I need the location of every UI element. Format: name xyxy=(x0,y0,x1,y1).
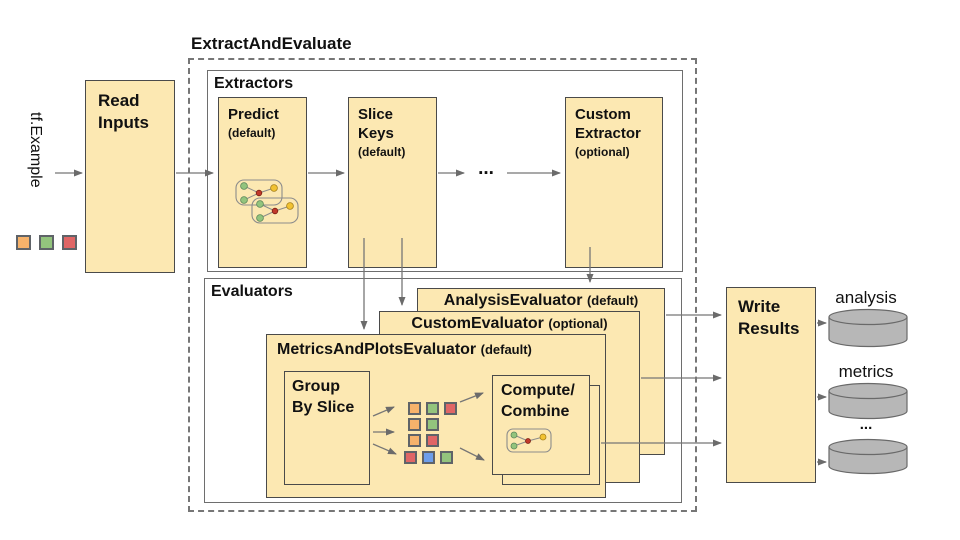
grid-square xyxy=(426,418,439,431)
write-results-box: Write Results xyxy=(726,287,816,483)
output-label-ellipsis: ... xyxy=(859,416,873,433)
extract-and-evaluate-container xyxy=(188,58,697,512)
evaluators-label: Evaluators xyxy=(211,283,293,300)
evaluators-container xyxy=(204,278,682,503)
metrics-evaluator-name: MetricsAndPlotsEvaluator xyxy=(277,341,477,358)
slice-keys-name: Slice Keys xyxy=(358,106,394,142)
output-label-metrics: metrics xyxy=(838,362,894,381)
grid-square xyxy=(426,402,439,415)
custom-extractor-name: Custom Extractor xyxy=(575,106,641,142)
grid-square xyxy=(440,451,453,464)
datastore-cylinder-more xyxy=(828,438,908,475)
datastore-cylinder-analysis xyxy=(828,308,908,348)
grid-square xyxy=(404,451,417,464)
output-label-analysis: analysis xyxy=(835,288,897,307)
custom-extractor-qualifier: (optional) xyxy=(575,144,630,159)
custom-evaluator-qualifier: (optional) xyxy=(548,316,608,331)
predict-box: Predict (default) xyxy=(218,97,307,268)
predict-name: Predict xyxy=(228,106,279,123)
analysis-evaluator-name: AnalysisEvaluator xyxy=(443,292,583,309)
metrics-evaluator-qualifier: (default) xyxy=(480,342,532,357)
slice-keys-qualifier: (default) xyxy=(358,144,406,159)
extractor-ellipsis: ... xyxy=(478,158,494,179)
input-label: tf.Example xyxy=(27,112,44,188)
predict-qualifier: (default) xyxy=(228,125,276,140)
read-inputs-box: Read Inputs xyxy=(85,80,175,273)
grid-square xyxy=(408,418,421,431)
custom-extractor-box: Custom Extractor (optional) xyxy=(565,97,663,268)
compute-combine-box: Compute/ Combine xyxy=(492,375,590,475)
pipeline-title: ExtractAndEvaluate xyxy=(191,34,352,53)
input-square-red xyxy=(62,235,77,250)
grid-square xyxy=(408,402,421,415)
datastore-cylinder-metrics xyxy=(828,382,908,420)
analysis-evaluator-qualifier: (default) xyxy=(586,293,639,308)
grid-square xyxy=(444,402,457,415)
extractors-label: Extractors xyxy=(214,75,294,92)
grid-square xyxy=(408,434,421,447)
grid-square xyxy=(426,434,439,447)
grid-square xyxy=(422,451,435,464)
input-square-green xyxy=(39,235,54,250)
group-by-slice-box: Group By Slice xyxy=(284,371,370,485)
input-square-orange xyxy=(16,235,31,250)
slice-keys-box: Slice Keys (default) xyxy=(348,97,437,268)
custom-evaluator-name: CustomEvaluator xyxy=(411,315,544,332)
